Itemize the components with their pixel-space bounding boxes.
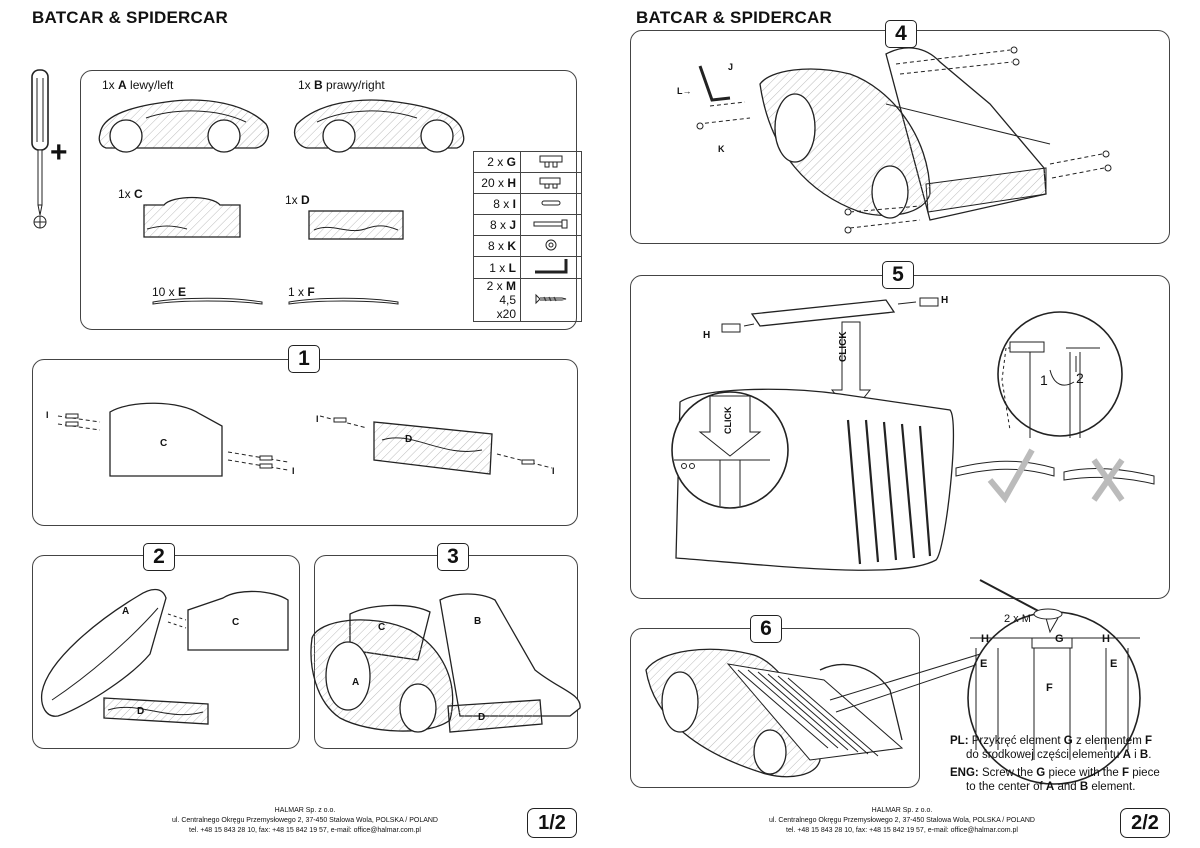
part-a-drawing <box>98 99 270 153</box>
footer-company-right: HALMAR Sp. z o.o. <box>871 807 933 814</box>
step1-label-i-d-left: I <box>316 414 319 424</box>
step1-label-c: C <box>160 438 168 449</box>
step-1-number: 1 <box>288 345 320 373</box>
step4-label-k: K <box>718 144 725 154</box>
part-f-label: 1 x F <box>288 285 315 299</box>
step3-label-a: A <box>352 677 360 688</box>
part-f-drawing <box>288 297 399 305</box>
hardware-row-l: 1 x L <box>473 256 582 279</box>
part-e-label: 10 x E <box>152 285 187 299</box>
part-a-label: 1x A lewy/left <box>102 78 174 92</box>
bracket-g-icon <box>539 155 563 167</box>
bolt-icon <box>533 219 568 229</box>
footer-right: HALMAR Sp. z o.o. ul. Centralnego Okręgu… <box>737 806 1067 836</box>
allen-key-icon <box>535 259 568 274</box>
step5-label-one: 1 <box>1040 372 1048 388</box>
step-2-number: 2 <box>143 543 175 571</box>
step5-label-click-detail: CLICK <box>723 406 733 435</box>
step6-label-m: 2 x M <box>1004 613 1031 625</box>
footer-address-right: ul. Centralnego Okręgu Przemysłowego 2, … <box>768 817 1035 824</box>
step2-label-d: D <box>137 706 145 717</box>
plus-sign: + <box>50 136 68 169</box>
hardware-row-g: 2 x G <box>473 151 582 173</box>
step1-label-i-left: I <box>46 410 49 420</box>
step-4-number: 4 <box>885 20 917 48</box>
step1-label-i-d-right: I <box>552 466 555 476</box>
step1-label-i-right: I <box>292 466 295 476</box>
step3-label-d: D <box>478 712 486 723</box>
step1-label-d: D <box>405 434 413 445</box>
part-e-drawing <box>152 297 263 305</box>
hardware-table: 2 x G 20 x H 8 x I 8 x J 8 x K 1 x L 2 x… <box>473 151 582 322</box>
hardware-row-h: 20 x H <box>473 172 582 194</box>
step-5-number: 5 <box>882 261 914 289</box>
note-pl: PL: Przykręć element G z elementem F do … <box>950 735 1153 761</box>
step6-label-e-right: E <box>1110 658 1118 670</box>
page-title-left: BATCAR & SPIDERCAR <box>32 8 228 27</box>
bracket-h-icon <box>539 177 561 188</box>
hardware-row-i: 8 x I <box>473 193 582 215</box>
step5-label-h-right: H <box>941 295 949 306</box>
footer-contact: tel. +48 15 843 28 10, fax: +48 15 842 1… <box>189 827 421 834</box>
step6-label-h-right: H <box>1102 633 1110 645</box>
step5-label-click-main: CLICK <box>838 331 849 362</box>
hardware-row-k: 8 x K <box>473 235 582 257</box>
step6-label-f: F <box>1046 682 1053 694</box>
step5-label-h-left: H <box>703 330 711 341</box>
note-eng: ENG: Screw the G piece with the F piece … <box>950 767 1160 793</box>
step-3-assembly-drawing <box>310 593 581 733</box>
step-3-number: 3 <box>437 543 469 571</box>
step3-label-b: B <box>474 616 482 627</box>
step2-label-a: A <box>122 606 130 617</box>
step3-label-c: C <box>378 622 386 633</box>
nut-icon <box>545 239 557 250</box>
page-number-left: 1/2 <box>527 808 577 838</box>
footer-address: ul. Centralnego Okręgu Przemysłowego 2, … <box>171 817 438 824</box>
step-1-headboard-c-drawing <box>57 402 289 477</box>
screwdriver-icon <box>31 69 49 229</box>
step-6-number: 6 <box>750 615 782 643</box>
step-2-assembly-drawing <box>40 588 289 725</box>
step-4-assembly-drawing <box>696 46 1112 234</box>
part-b-drawing <box>293 99 465 153</box>
step6-label-h-left: H <box>981 633 989 645</box>
footer-contact-right: tel. +48 15 843 28 10, fax: +48 15 842 1… <box>786 827 1018 834</box>
part-d-label: 1x D <box>285 193 310 207</box>
step5-label-two: 2 <box>1076 370 1084 386</box>
page-title-right: BATCAR & SPIDERCAR <box>636 8 832 27</box>
step2-label-c: C <box>232 617 240 628</box>
step-1-rail-d-drawing <box>319 415 553 475</box>
step-6-assembly-drawing <box>645 579 1141 785</box>
page-number-right: 2/2 <box>1120 808 1170 838</box>
step4-label-j: J <box>728 62 734 72</box>
step6-label-g: G <box>1055 633 1064 645</box>
footer-left: HALMAR Sp. z o.o. ul. Centralnego Okręgu… <box>140 806 470 836</box>
step6-label-e-left: E <box>980 658 988 670</box>
part-c-label: 1x C <box>118 187 143 201</box>
hardware-row-j: 8 x J <box>473 214 582 236</box>
part-d-drawing <box>308 210 404 240</box>
part-c-drawing <box>143 196 241 238</box>
footer-company: HALMAR Sp. z o.o. <box>274 807 336 814</box>
dowel-icon <box>541 200 561 206</box>
step-5-slat-drawing <box>671 297 1155 571</box>
screw-icon <box>535 293 567 304</box>
step4-label-l: L→ <box>677 86 692 96</box>
part-b-label: 1x B prawy/right <box>298 78 385 92</box>
